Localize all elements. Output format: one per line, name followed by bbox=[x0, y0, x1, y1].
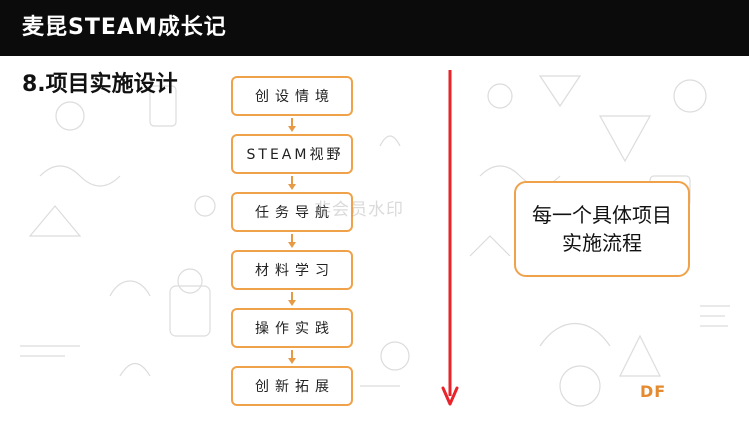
flow-connector bbox=[291, 350, 293, 358]
flow-step-6: 创新拓展 bbox=[231, 366, 353, 406]
header-title: 麦昆STEAM成长记 bbox=[22, 15, 227, 40]
flow-step-3: 任务导航 bbox=[231, 192, 353, 232]
section-title: 8.项目实施设计 bbox=[22, 72, 178, 97]
flow-connector bbox=[291, 176, 293, 184]
callout-line-2: 实施流程 bbox=[562, 231, 642, 255]
process-flow: 创设情境 STEAM视野 任务导航 材料学习 操作实践 创新拓展 bbox=[231, 76, 357, 406]
flow-arrowhead bbox=[288, 126, 296, 132]
callout-line-1: 每一个具体项目 bbox=[532, 203, 672, 227]
flow-step-2: STEAM视野 bbox=[231, 134, 353, 174]
watermark-text: 非会员水印 bbox=[314, 200, 404, 220]
flow-connector bbox=[291, 118, 293, 126]
flow-arrowhead bbox=[288, 242, 296, 248]
flow-arrowhead bbox=[288, 300, 296, 306]
flow-step-5: 操作实践 bbox=[231, 308, 353, 348]
flow-step-1: 创设情境 bbox=[231, 76, 353, 116]
flow-step-4: 材料学习 bbox=[231, 250, 353, 290]
header-bar: 麦昆STEAM成长记 bbox=[0, 0, 749, 56]
flow-connector bbox=[291, 292, 293, 300]
df-logo: DF bbox=[640, 382, 667, 401]
callout-box: 每一个具体项目 实施流程 bbox=[514, 181, 690, 277]
flow-arrowhead bbox=[288, 184, 296, 190]
background-doodles bbox=[20, 75, 730, 407]
timeline-arrow bbox=[441, 70, 459, 406]
flow-connector bbox=[291, 234, 293, 242]
flow-arrowhead bbox=[288, 358, 296, 364]
